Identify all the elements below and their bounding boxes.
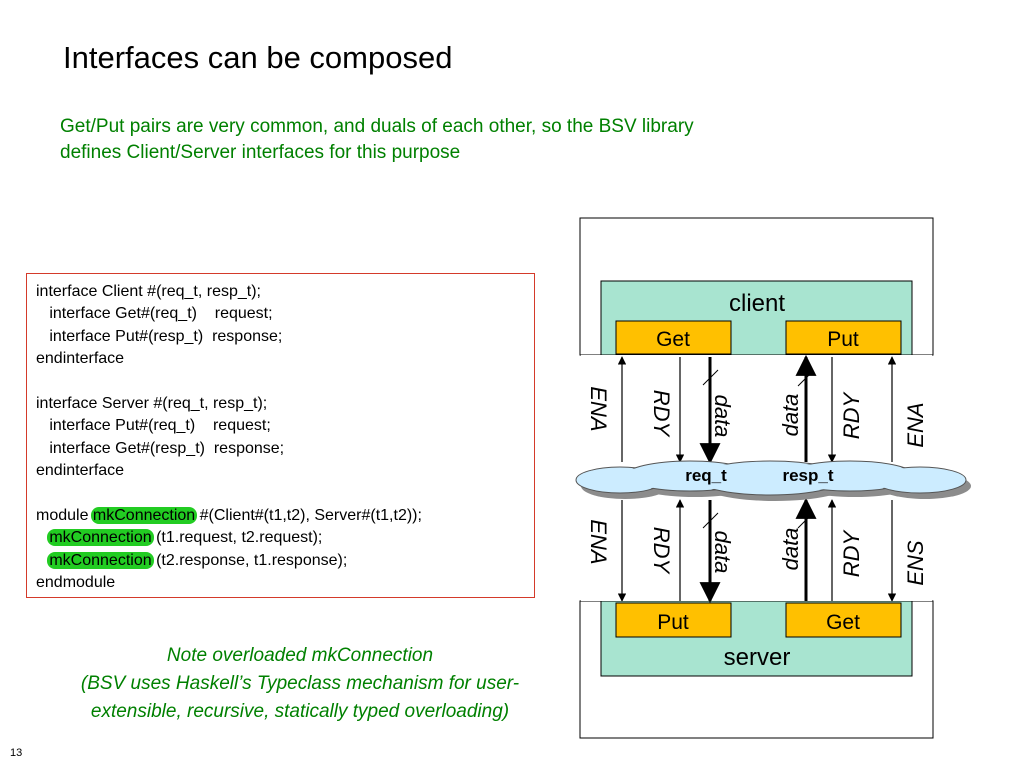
code-text: endinterface: [36, 462, 125, 480]
server-outer-box: [579, 600, 934, 739]
code-text: interface Get#(req_t) request;: [36, 305, 273, 323]
note-line: extensible, recursive, statically typed …: [90, 701, 510, 722]
server-get-port: [785, 602, 902, 638]
cloud-fill: [577, 462, 965, 494]
code-line: interface Get#(req_t) request;: [36, 303, 534, 325]
code-line: [36, 371, 534, 393]
code-line: module mkConnection #(Client#(t1,t2), Se…: [36, 505, 534, 527]
server-put-port: [615, 602, 732, 638]
code-line: endinterface: [36, 348, 534, 370]
server-module: [600, 600, 913, 677]
code-text: (t1.request, t2.request);: [151, 529, 323, 547]
slide-number: 13: [10, 747, 23, 759]
client-get-label: Get: [656, 328, 690, 351]
code-line: [36, 483, 534, 505]
rdy-signal-label: RDY: [649, 390, 674, 438]
code-text: (t2.response, t1.response);: [151, 551, 348, 569]
client-label: client: [729, 290, 785, 317]
code-text: interface Put#(req_t) request;: [36, 417, 271, 435]
code-line: endinterface: [36, 460, 534, 482]
highlighted-mkconnection: mkConnection: [90, 506, 198, 524]
slide-title: Interfaces can be composed: [63, 40, 453, 75]
code-line: endmodule: [36, 572, 534, 594]
code-text: interface Get#(resp_t) response;: [36, 439, 285, 457]
server-label: server: [724, 644, 791, 671]
highlighted-mkconnection: mkConnection: [47, 551, 154, 569]
rdy-signal-label: RDY: [839, 529, 864, 577]
bus-slash: [702, 369, 719, 386]
cloud-body: [575, 460, 967, 496]
code-text: interface Put#(resp_t) response;: [36, 327, 283, 345]
ens-signal-label: ENS: [903, 540, 928, 586]
overloading-note: Note overloaded mkConnection (BSV uses H…: [30, 642, 570, 726]
code-text: interface Server #(req_t, resp_t);: [36, 394, 268, 412]
code-text: endinterface: [36, 350, 125, 368]
cloud-shadow: [581, 467, 971, 501]
slide-subtitle: Get/Put pairs are very common, and duals…: [60, 114, 694, 166]
code-line: interface Get#(resp_t) response;: [36, 438, 534, 460]
bus-slash: [797, 370, 814, 387]
resp-t-label: resp_t: [782, 466, 833, 485]
code-box: interface Client #(req_t, resp_t); inter…: [26, 273, 535, 598]
code-line: interface Put#(req_t) request;: [36, 415, 534, 437]
bus-slash: [797, 512, 814, 529]
code-line: interface Client #(req_t, resp_t);: [36, 281, 534, 303]
ena-signal-label: ENA: [903, 402, 928, 447]
code-text: #(Client#(t1,t2), Server#(t1,t2));: [195, 506, 422, 524]
subtitle-line: Get/Put pairs are very common, and duals…: [60, 116, 694, 137]
note-line: Note overloaded mkConnection: [166, 645, 434, 666]
client-put-label: Put: [827, 328, 859, 351]
note-line: (BSV uses Haskell’s Typeclass mechanism …: [80, 673, 520, 694]
server-top-mask: [581, 600, 932, 601]
data-signal-label: data: [710, 395, 735, 438]
bus-slash: [702, 512, 719, 529]
code-line: interface Server #(req_t, resp_t);: [36, 393, 534, 415]
client-get-port: [615, 320, 732, 355]
code-text: endmodule: [36, 574, 116, 592]
rdy-signal-label: RDY: [839, 391, 864, 439]
ena-signal-label: ENA: [586, 519, 611, 564]
data-signal-label: data: [710, 531, 735, 574]
client-module: [600, 280, 913, 356]
code-line: mkConnection (t1.request, t2.request);: [36, 527, 534, 549]
data-signal-label: data: [778, 394, 803, 437]
client-put-port: [785, 320, 902, 355]
client-outer-box: [579, 217, 934, 356]
req-t-label: req_t: [685, 466, 727, 485]
data-signal-label: data: [778, 528, 803, 571]
code-text: interface Client #(req_t, resp_t);: [36, 283, 261, 300]
ena-signal-label: ENA: [586, 386, 611, 431]
code-line: interface Put#(resp_t) response;: [36, 326, 534, 348]
channel-cloud: [575, 460, 971, 501]
rdy-signal-label: RDY: [649, 527, 674, 575]
server-get-label: Get: [826, 611, 860, 634]
subtitle-line: defines Client/Server interfaces for thi…: [60, 142, 461, 163]
server-put-label: Put: [657, 611, 689, 634]
code-text: module: [36, 506, 93, 524]
client-bottom-mask: [581, 355, 932, 357]
highlighted-mkconnection: mkConnection: [47, 529, 154, 547]
code-line: mkConnection (t2.response, t1.response);: [36, 550, 534, 572]
